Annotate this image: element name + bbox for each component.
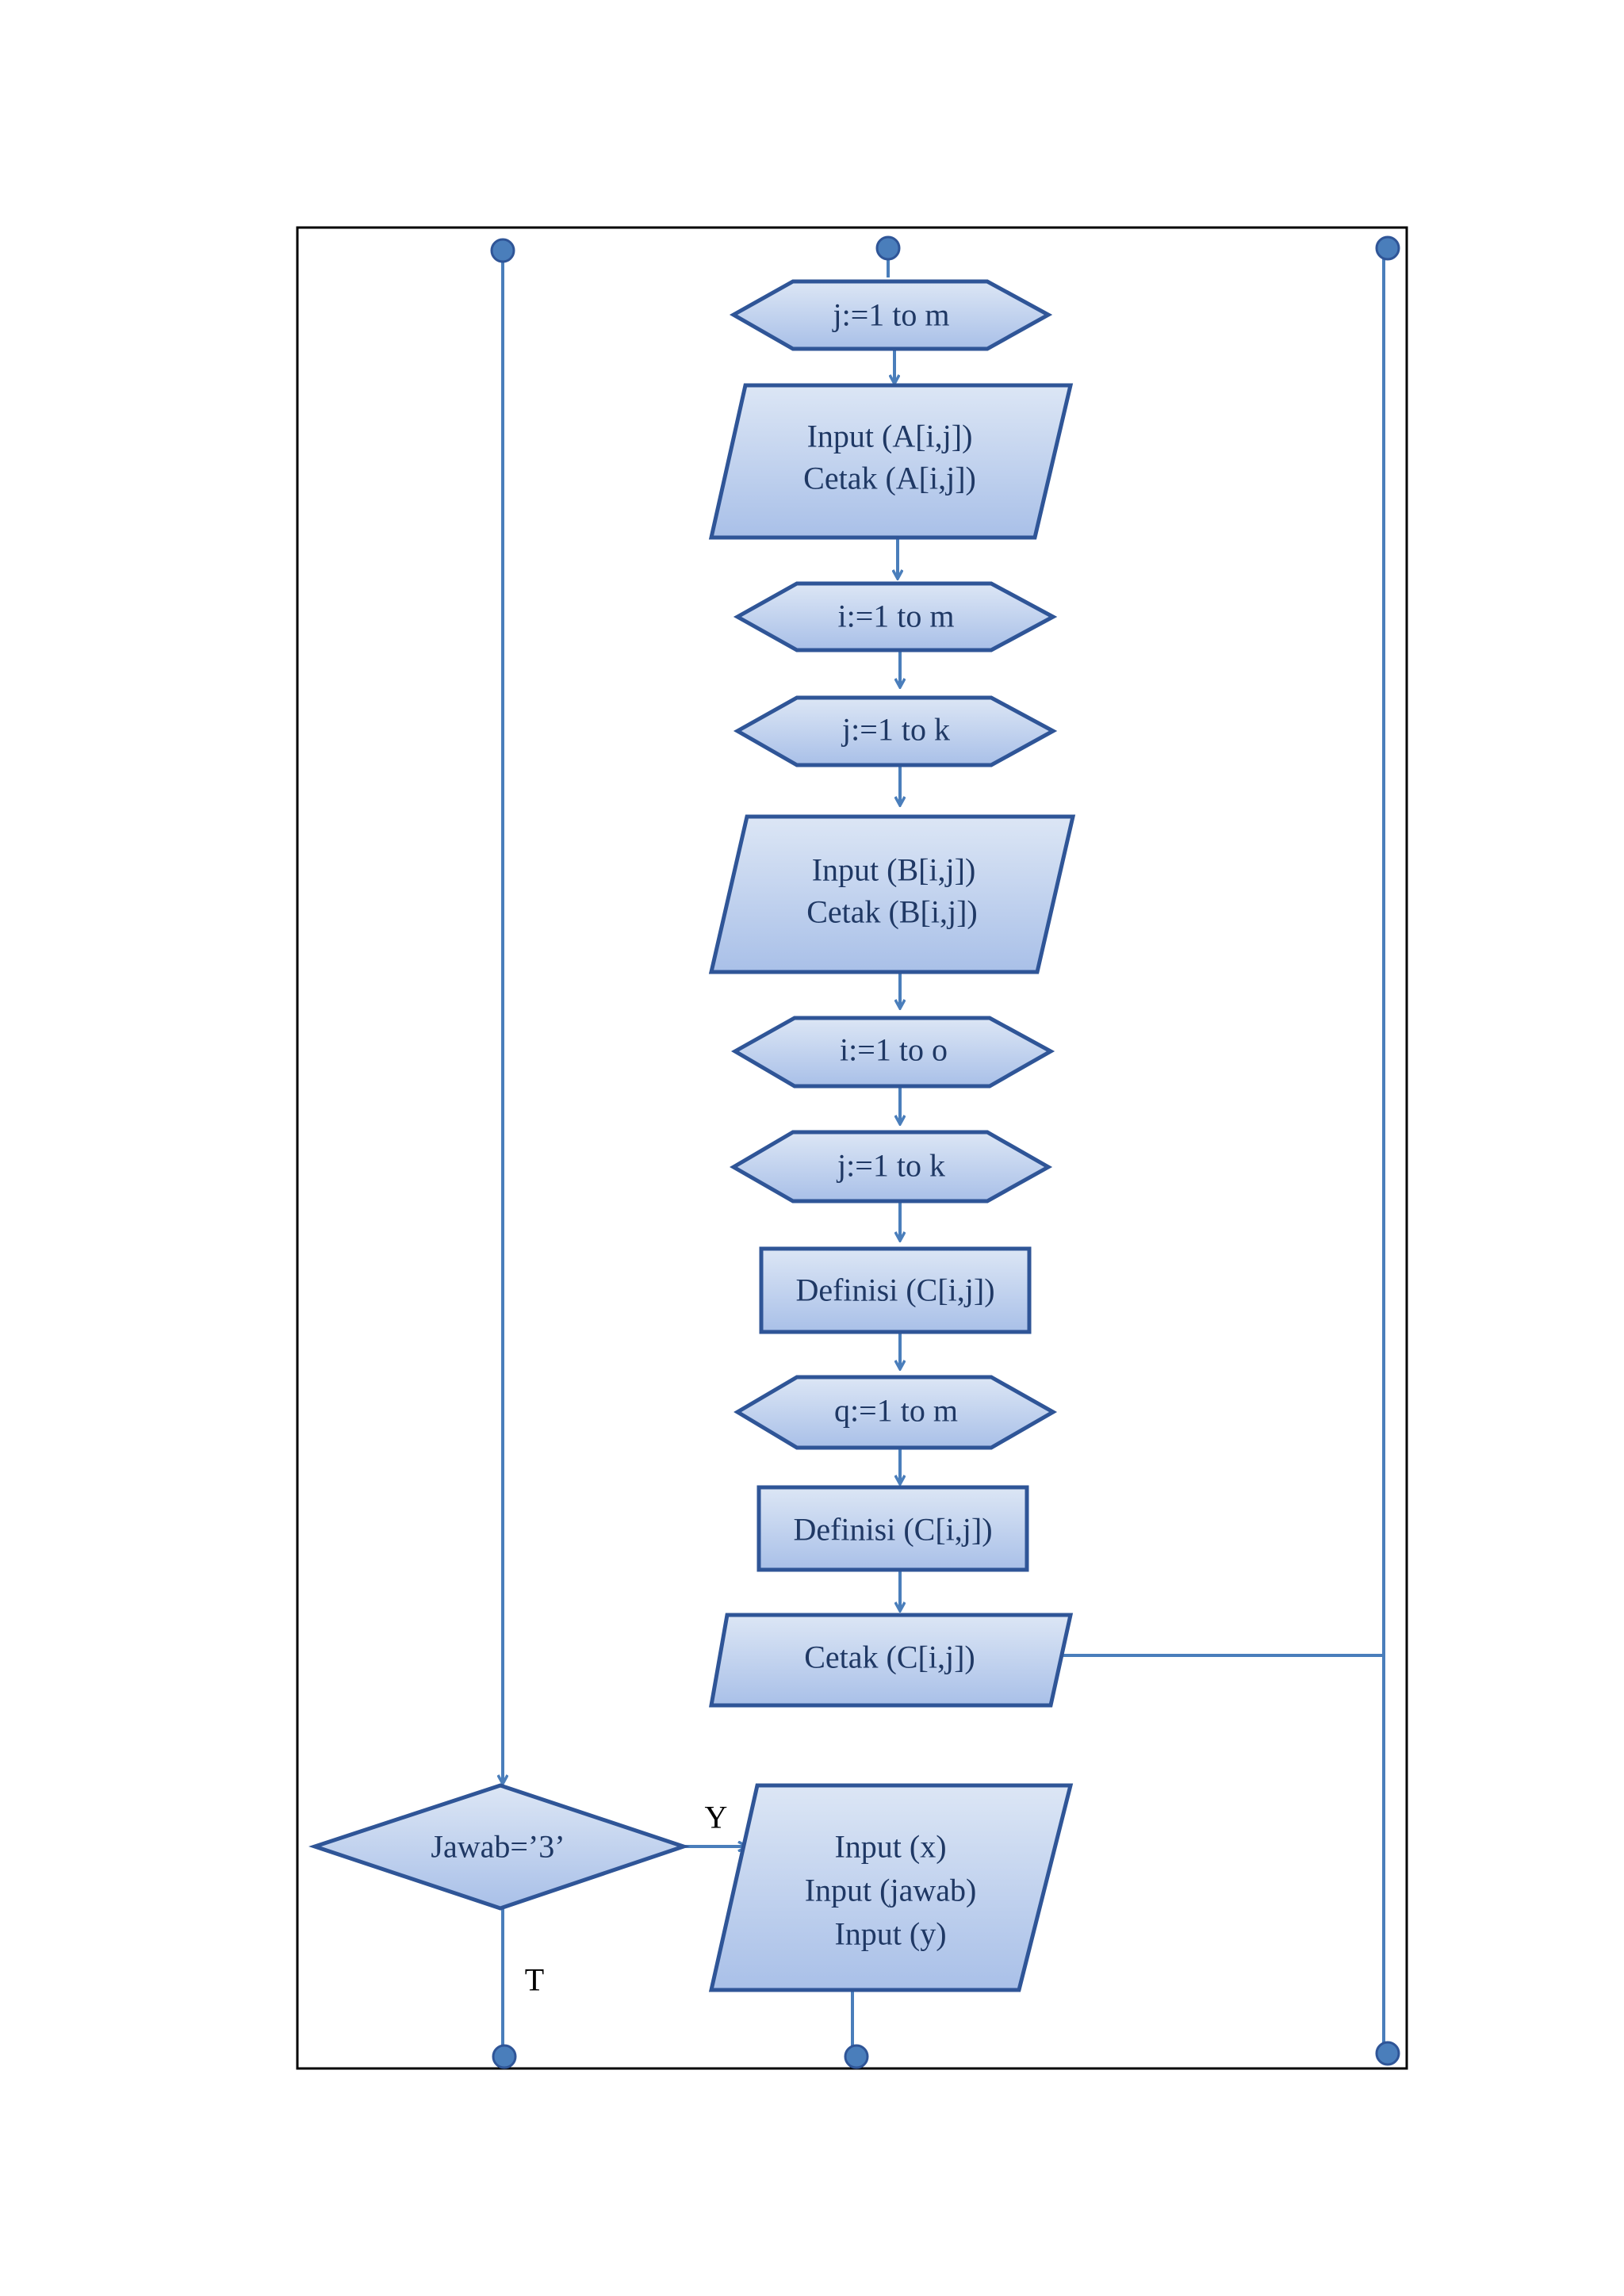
io-node-label: Cetak (B[i,j]) [806,894,978,930]
branch-yes-label: Y [705,1800,728,1835]
process-node-label: Definisi (C[i,j]) [795,1272,994,1308]
io-node-label: Input (x) [834,1829,946,1865]
io-node-label: Input (jawab) [805,1873,977,1908]
connector-dot-bottom-right [1375,2041,1400,2066]
io-node-input-x-jawab-y: Input (x) Input (jawab) Input (y) [708,1783,1074,1992]
loop-node-j-to-k: j:=1 to k [733,695,1058,767]
io-node-b: Input (B[i,j]) Cetak (B[i,j]) [708,814,1076,974]
connector-dot-bottom-left [492,2044,517,2069]
io-node-a: Input (A[i,j]) Cetak (A[i,j]) [708,383,1074,540]
decision-node-label: Jawab=’3’ [431,1829,565,1865]
loop-node-label: q:=1 to m [834,1393,958,1429]
loop-node-i-to-m: i:=1 to m [733,581,1058,652]
connector-dot-bottom-center [844,2044,869,2069]
connector-dot-top-center [875,235,901,261]
io-node-label: Input (B[i,j]) [812,852,976,888]
loop-node-label: j:=1 to k [836,1148,945,1184]
page-frame [296,226,1408,2070]
loop-node-j-to-m: j:=1 to m [729,279,1053,351]
loop-node-i-to-o: i:=1 to o [730,1016,1055,1089]
loop-node-label: j:=1 to k [841,712,950,748]
connector-dot-top-left [490,238,515,263]
loop-node-label: i:=1 to o [840,1032,948,1068]
io-node-label: Cetak (A[i,j]) [803,461,976,496]
loop-node-j-to-k-2: j:=1 to k [730,1130,1053,1203]
io-node-label: Input (y) [834,1916,946,1952]
loop-node-label: i:=1 to m [837,599,954,634]
loop-node-q-to-m: q:=1 to m [733,1375,1058,1450]
connector-dot-top-right [1375,235,1400,261]
decision-node-jawab: Jawab=’3’ [308,1783,690,1911]
branch-no-label: T [525,1962,544,1998]
process-node-definisi-c-2: Definisi (C[i,j]) [756,1485,1029,1572]
loop-node-label: j:=1 to m [831,297,949,333]
process-node-definisi-c-1: Definisi (C[i,j]) [759,1246,1032,1334]
output-node-label: Cetak (C[i,j]) [804,1640,975,1675]
io-node-label: Input (A[i,j]) [807,419,973,454]
process-node-label: Definisi (C[i,j]) [793,1512,992,1548]
output-node-cetak-c: Cetak (C[i,j]) [709,1613,1074,1708]
